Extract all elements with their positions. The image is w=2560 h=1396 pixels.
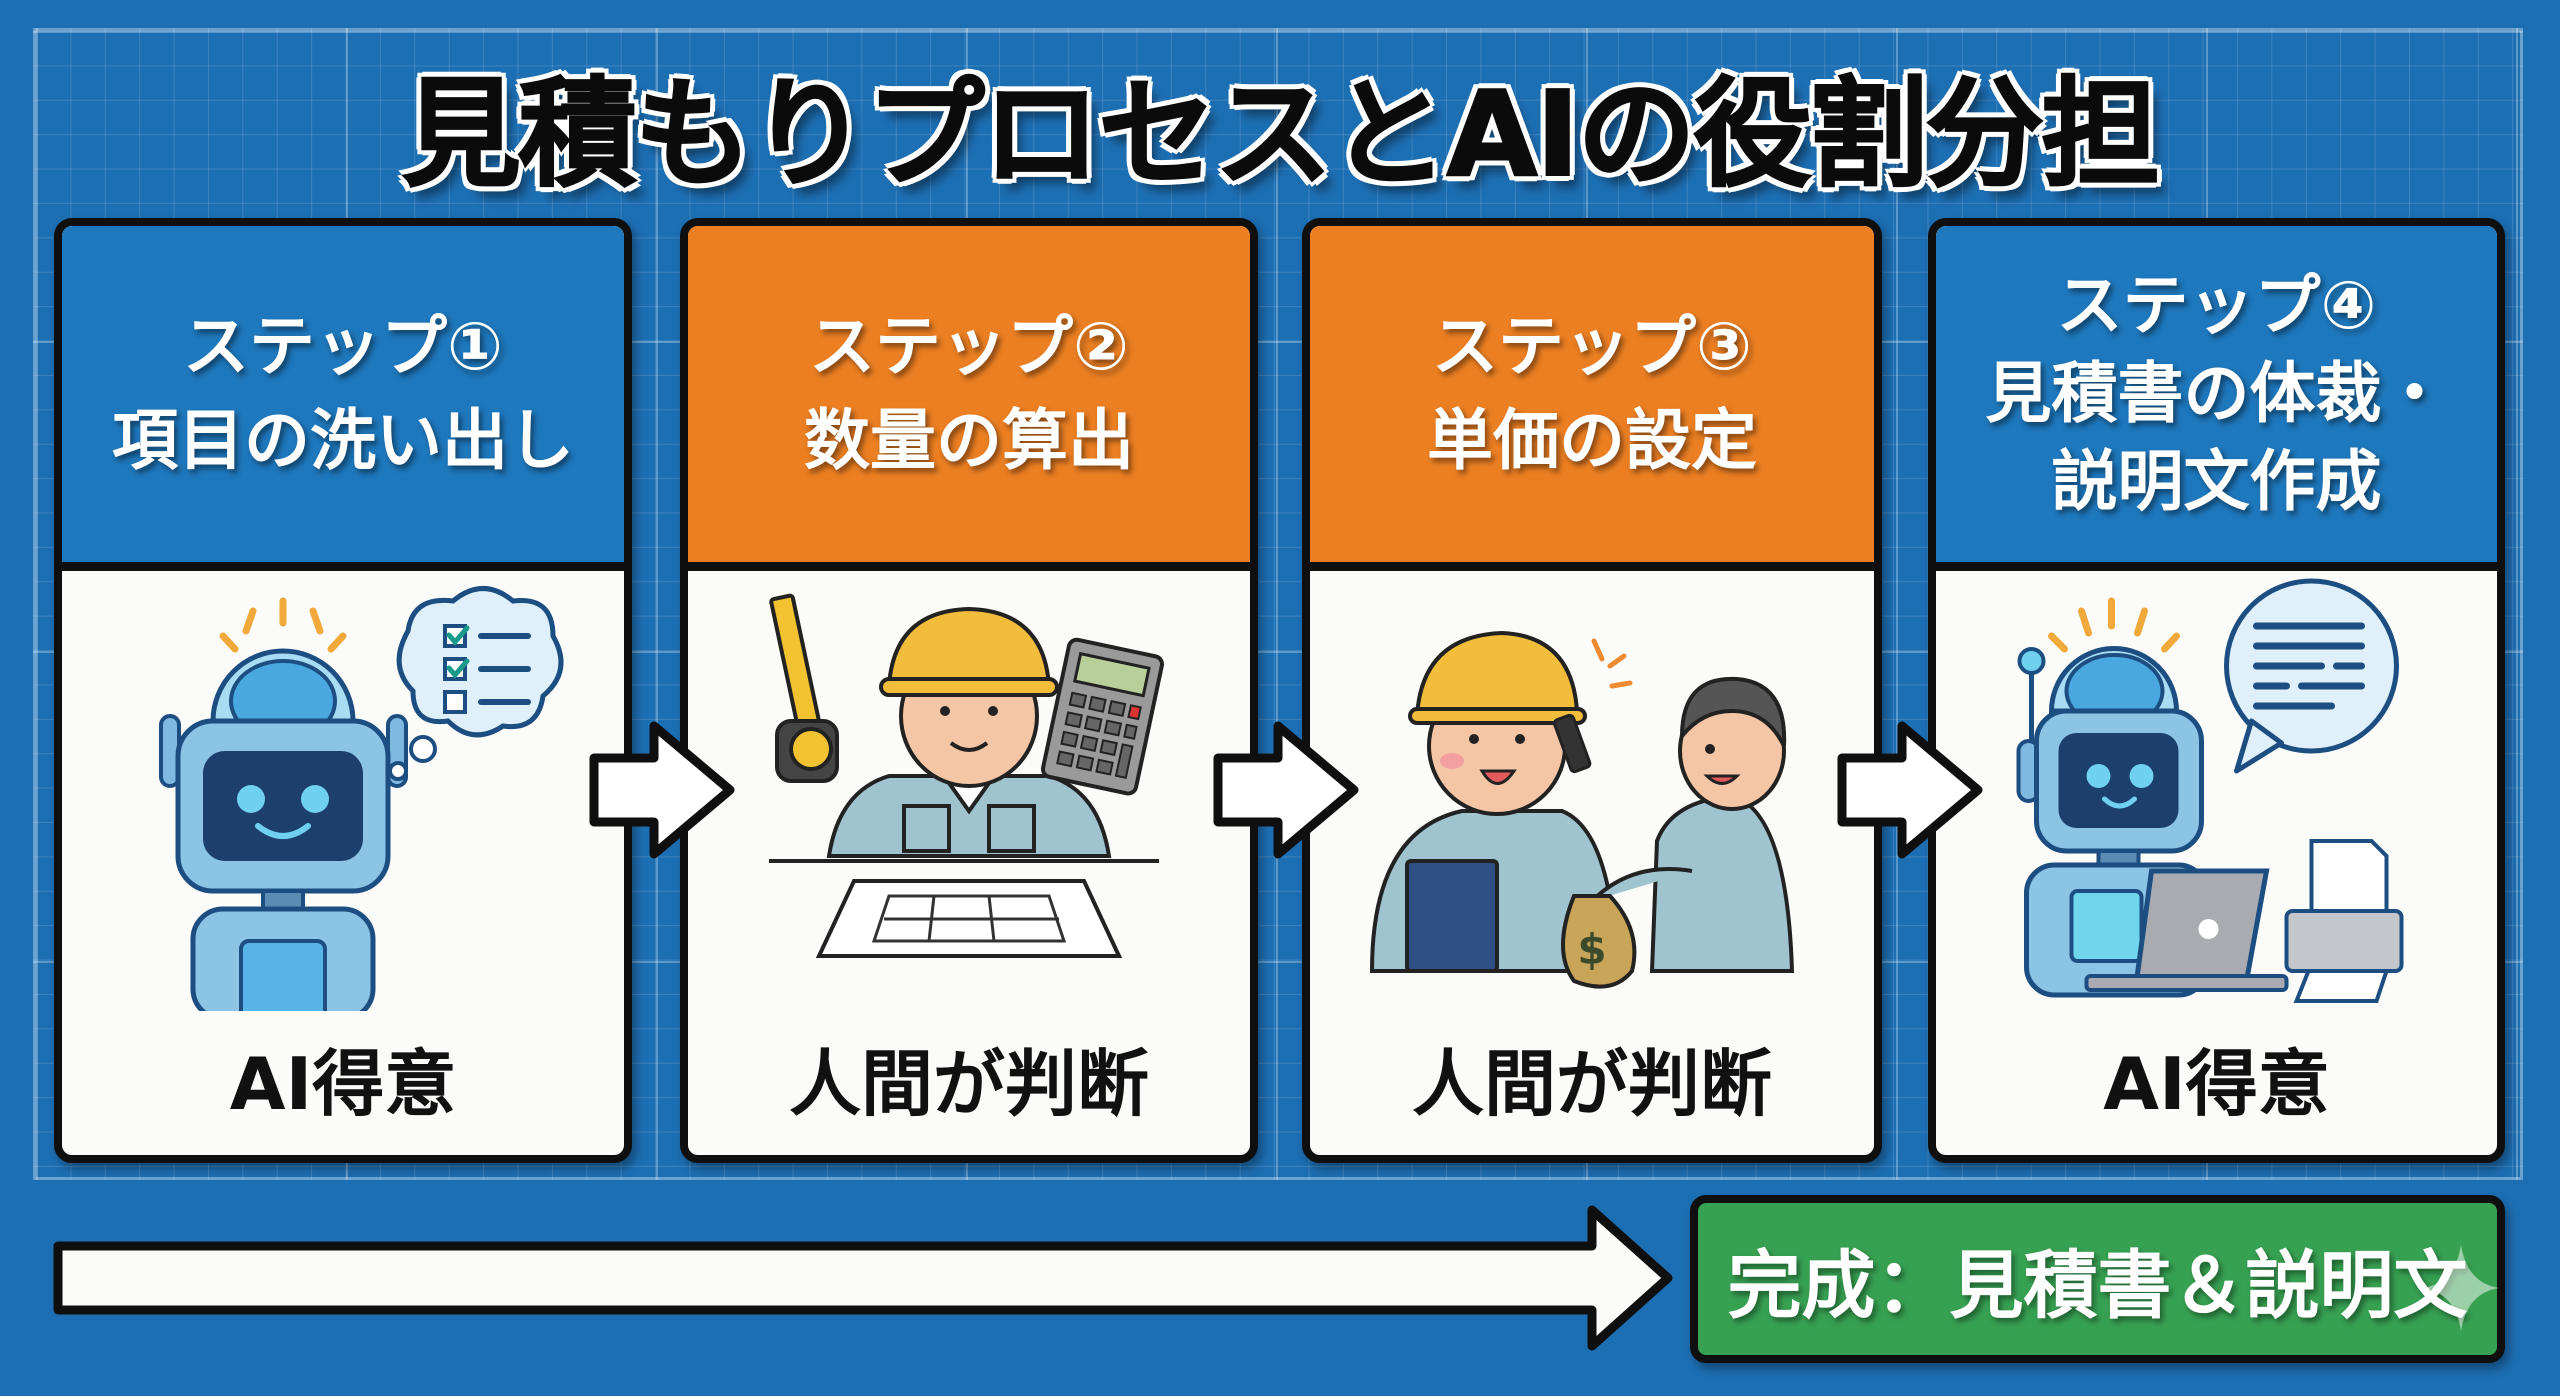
owner-label: AI得意 [2103,1041,2330,1126]
step-header: ステップ③ 単価の設定 [1310,226,1874,571]
hard-hat-icon [886,606,1052,688]
worker-icon [769,593,1165,958]
robot-icon [2016,578,2404,1003]
svg-text:$: $ [1577,925,1606,974]
step-card-4: ステップ④ 見積書の体裁・ 説明文作成 [1928,218,2505,1163]
step-card-2: ステップ② 数量の算出 [680,218,1258,1163]
robot-writing-illustration [1936,571,2497,1011]
page-title: 見積もりプロセスとAIの役割分担 [401,64,2160,204]
step-title: 単価の設定 [1427,402,1757,479]
robot-icon [159,586,564,1023]
step-card-1: ステップ① 項目の洗い出し [54,218,632,1163]
arrow-right-icon [1837,721,1983,859]
arrow-right-icon [589,721,735,859]
arrow-right-icon [1213,721,1359,859]
step-header: ステップ④ 見積書の体裁・ 説明文作成 [1936,226,2497,571]
step-title: 項目の洗い出し [112,402,574,479]
step-header: ステップ② 数量の算出 [688,226,1250,571]
owner-label: 人間が判断 [1411,1041,1772,1126]
step-label: ステップ③ [1432,308,1752,385]
printer-icon [2284,909,2404,973]
workers-icon: $ [1369,630,1795,989]
step-card-3: ステップ③ 単価の設定 $ 人間が判断 [1302,218,1882,1163]
step-header: ステップ① 項目の洗い出し [62,226,624,571]
sparkle-icon [2423,1245,2499,1331]
step-title: 数量の算出 [804,402,1134,479]
final-result-box: 完成：見積書＆説明文 [1690,1195,2505,1363]
owner-label: AI得意 [229,1041,457,1126]
book-icon [1405,859,1499,973]
process-flow-arrow-icon [53,1205,1673,1351]
final-result-label: 完成：見積書＆説明文 [1727,1242,2468,1329]
step-label: ステップ② [809,308,1129,385]
hard-hat-icon [1414,630,1580,719]
step-label: ステップ① [183,308,503,385]
robot-thinking-illustration [62,571,624,1023]
money-bag-icon [1561,894,1637,989]
owner-label: 人間が判断 [788,1041,1149,1126]
worker-measuring-illustration [688,571,1250,1011]
price-negotiation-illustration: $ [1310,571,1874,1011]
calculator-icon [1040,637,1165,796]
tape-measure-icon [769,593,821,729]
phone-icon [1552,713,1592,774]
step-title-line-1: 見積書の体裁・ [1985,355,2448,432]
step-label: ステップ④ [2056,267,2377,344]
step-title-line-2: 説明文作成 [2051,443,2382,520]
